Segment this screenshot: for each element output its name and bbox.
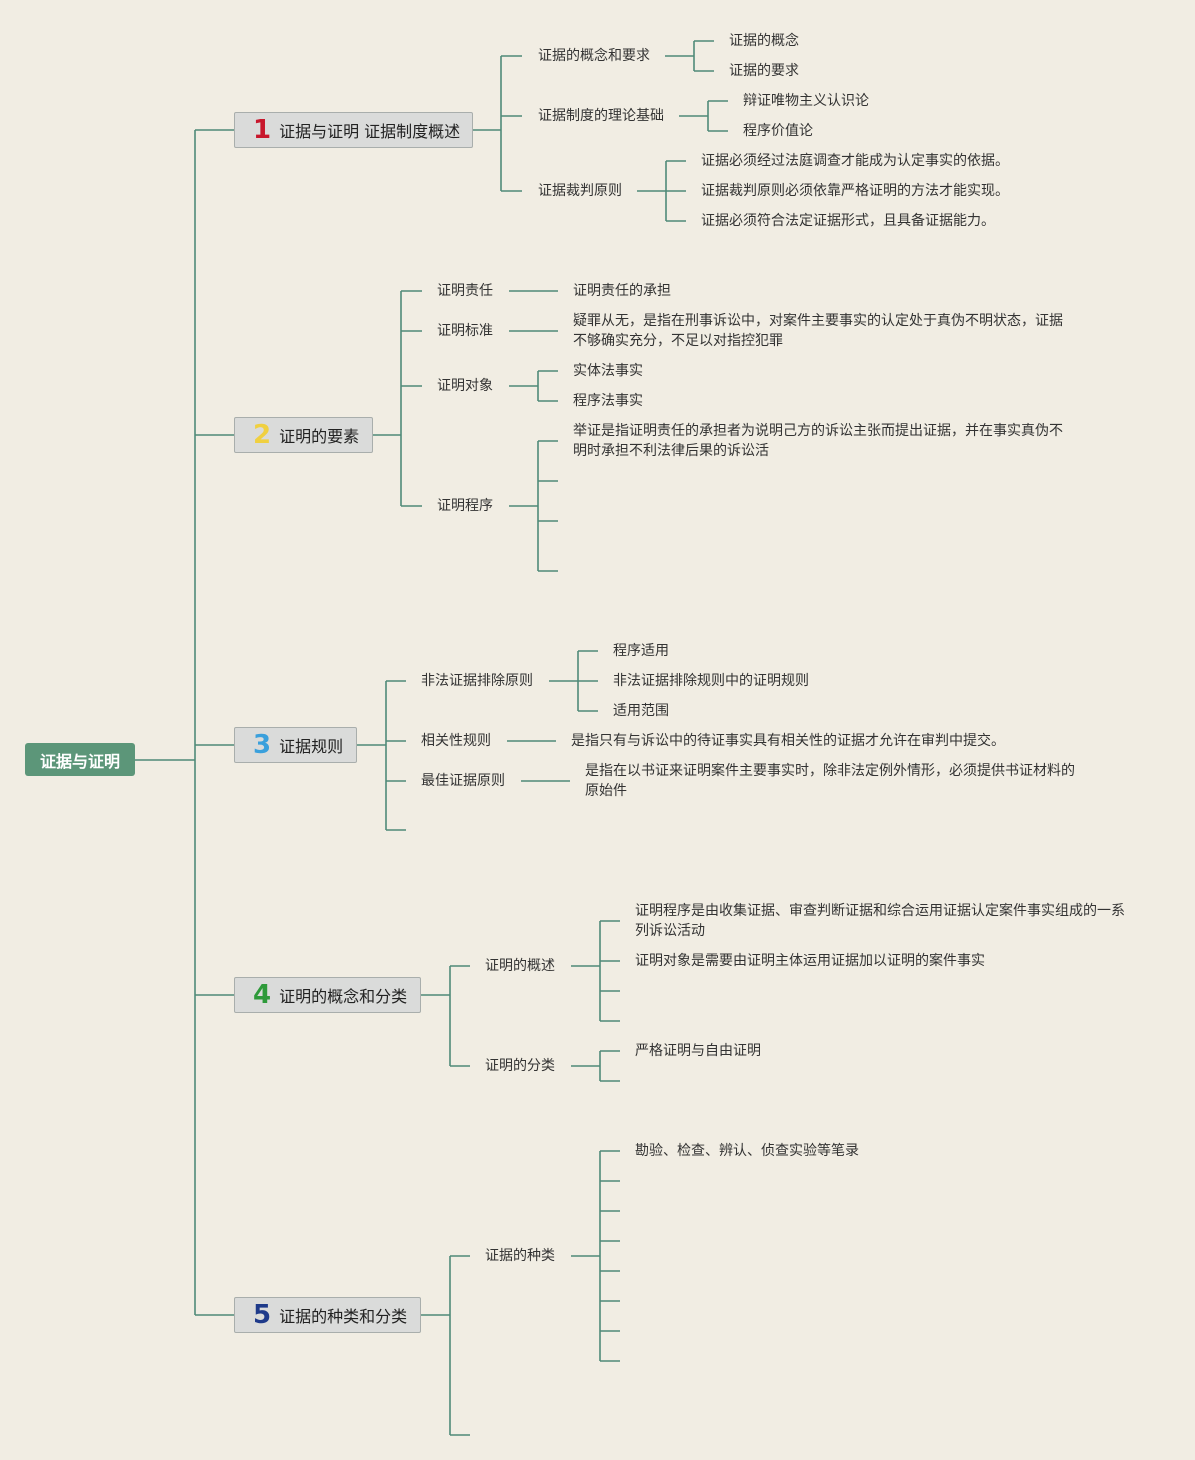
node-s2-d1[interactable]: 举证是指证明责任的承担者为说明己方的诉讼主张而提出证据，并在事实真伪不明时承担不…	[573, 423, 1063, 459]
section-number: 4	[253, 980, 272, 1010]
section-number: 3	[253, 730, 272, 760]
node-s4-b[interactable]: 证明的分类	[485, 1058, 555, 1074]
section-number: 1	[253, 115, 272, 145]
node-s1-c2[interactable]: 证据裁判原则必须依靠严格证明的方法才能实现。	[701, 183, 1009, 199]
node-s2-c[interactable]: 证明对象	[437, 378, 493, 394]
node-s4-b1[interactable]: 严格证明与自由证明	[635, 1043, 761, 1059]
node-s2-b1[interactable]: 疑罪从无，是指在刑事诉讼中，对案件主要事实的认定处于真伪不明状态，证据不够确实充…	[573, 313, 1063, 349]
node-s1-c1[interactable]: 证据必须经过法庭调查才能成为认定事实的依据。	[701, 153, 1009, 169]
node-s5-a1[interactable]: 勘验、检查、辨认、侦查实验等笔录	[635, 1143, 859, 1159]
node-s4-a[interactable]: 证明的概述	[485, 958, 555, 974]
node-s3-b1[interactable]: 是指只有与诉讼中的待证事实具有相关性的证据才允许在审判中提交。	[571, 733, 1005, 749]
node-s1-b2[interactable]: 程序价值论	[743, 123, 813, 139]
section-title: 证明的概念和分类	[279, 987, 408, 1006]
node-s1-c3[interactable]: 证据必须符合法定证据形式，且具备证据能力。	[701, 213, 995, 229]
section-1-node[interactable]: 1 证据与证明 证据制度概述	[234, 112, 473, 148]
section-title: 证据的种类和分类	[279, 1307, 408, 1326]
node-s3-a[interactable]: 非法证据排除原则	[421, 673, 533, 689]
node-s3-a2[interactable]: 非法证据排除规则中的证明规则	[613, 673, 809, 689]
node-s1-a2[interactable]: 证据的要求	[729, 63, 799, 79]
section-number: 2	[253, 420, 272, 450]
node-s1-c[interactable]: 证据裁判原则	[538, 183, 622, 199]
node-s2-a1[interactable]: 证明责任的承担	[573, 283, 671, 299]
section-title: 证据与证明 证据制度概述	[279, 122, 461, 141]
node-s1-b[interactable]: 证据制度的理论基础	[538, 108, 664, 124]
root-node[interactable]: 证据与证明	[25, 743, 135, 776]
section-5-node[interactable]: 5 证据的种类和分类	[234, 1297, 421, 1333]
node-s3-c[interactable]: 最佳证据原则	[421, 773, 505, 789]
node-s4-a1[interactable]: 证明程序是由收集证据、审查判断证据和综合运用证据认定案件事实组成的一系列诉讼活动	[635, 903, 1125, 939]
section-4-node[interactable]: 4 证明的概念和分类	[234, 977, 421, 1013]
node-s2-b[interactable]: 证明标准	[437, 323, 493, 339]
node-s3-a1[interactable]: 程序适用	[613, 643, 669, 659]
node-s1-a1[interactable]: 证据的概念	[729, 33, 799, 49]
section-title: 证据规则	[279, 737, 344, 756]
node-s2-a[interactable]: 证明责任	[437, 283, 493, 299]
node-s3-c1[interactable]: 是指在以书证来证明案件主要事实时，除非法定例外情形，必须提供书证材料的原始件	[585, 763, 1075, 799]
section-2-node[interactable]: 2 证明的要素	[234, 417, 373, 453]
node-s2-c1[interactable]: 实体法事实	[573, 363, 643, 379]
node-s2-d[interactable]: 证明程序	[437, 498, 493, 514]
section-number: 5	[253, 1300, 272, 1330]
node-s1-b1[interactable]: 辩证唯物主义认识论	[743, 93, 869, 109]
node-s1-a[interactable]: 证据的概念和要求	[538, 48, 650, 64]
section-3-node[interactable]: 3 证据规则	[234, 727, 357, 763]
node-s5-a[interactable]: 证据的种类	[485, 1248, 555, 1264]
node-s3-a3[interactable]: 适用范围	[613, 703, 669, 719]
node-s3-b[interactable]: 相关性规则	[421, 733, 491, 749]
node-s2-c2[interactable]: 程序法事实	[573, 393, 643, 409]
section-title: 证明的要素	[279, 427, 360, 446]
node-s4-a2[interactable]: 证明对象是需要由证明主体运用证据加以证明的案件事实	[635, 953, 985, 969]
